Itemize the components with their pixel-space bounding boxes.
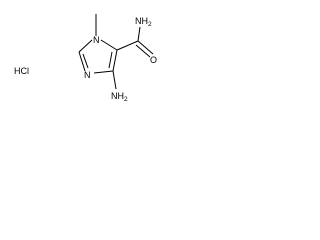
amine-nh2-label: NH2 bbox=[111, 91, 128, 103]
molecule-diagram: N N O NH2 NH2 HCl bbox=[14, 14, 157, 103]
bond-carbonyl-o-second bbox=[135, 44, 151, 58]
amine-nh2-subscript: 2 bbox=[124, 96, 128, 103]
atom-label-layer: N N O NH2 NH2 HCl bbox=[14, 16, 157, 103]
bond-n3-c4 bbox=[93, 70, 114, 74]
structure-canvas: N N O NH2 NH2 HCl bbox=[0, 0, 177, 115]
bond-c2-n3 bbox=[78, 51, 86, 72]
bond-carbonyl-o bbox=[137, 40, 154, 55]
bond-carbonyl-nh2 bbox=[137, 26, 141, 42]
amide-nh2-label: NH2 bbox=[135, 16, 152, 28]
ring-n1-label: N bbox=[93, 35, 100, 45]
bond-c4-c5 bbox=[112, 49, 118, 72]
amine-nh-text: NH bbox=[111, 91, 124, 101]
bond-c4-c5-inner bbox=[108, 51, 113, 69]
bond-layer bbox=[78, 14, 154, 90]
amide-o-label: O bbox=[150, 55, 157, 65]
amide-nh2-subscript: 2 bbox=[148, 21, 152, 28]
bond-c5-n1 bbox=[100, 39, 118, 51]
hcl-label: HCl bbox=[14, 66, 29, 76]
bond-c4-nh2 bbox=[112, 70, 117, 90]
bond-n1-c2 bbox=[78, 39, 93, 53]
bond-c2-n3-inner bbox=[82, 53, 89, 69]
bond-c5-carbonyl bbox=[116, 40, 139, 51]
amide-nh-text: NH bbox=[135, 16, 148, 26]
ring-n3-label: N bbox=[84, 70, 91, 80]
